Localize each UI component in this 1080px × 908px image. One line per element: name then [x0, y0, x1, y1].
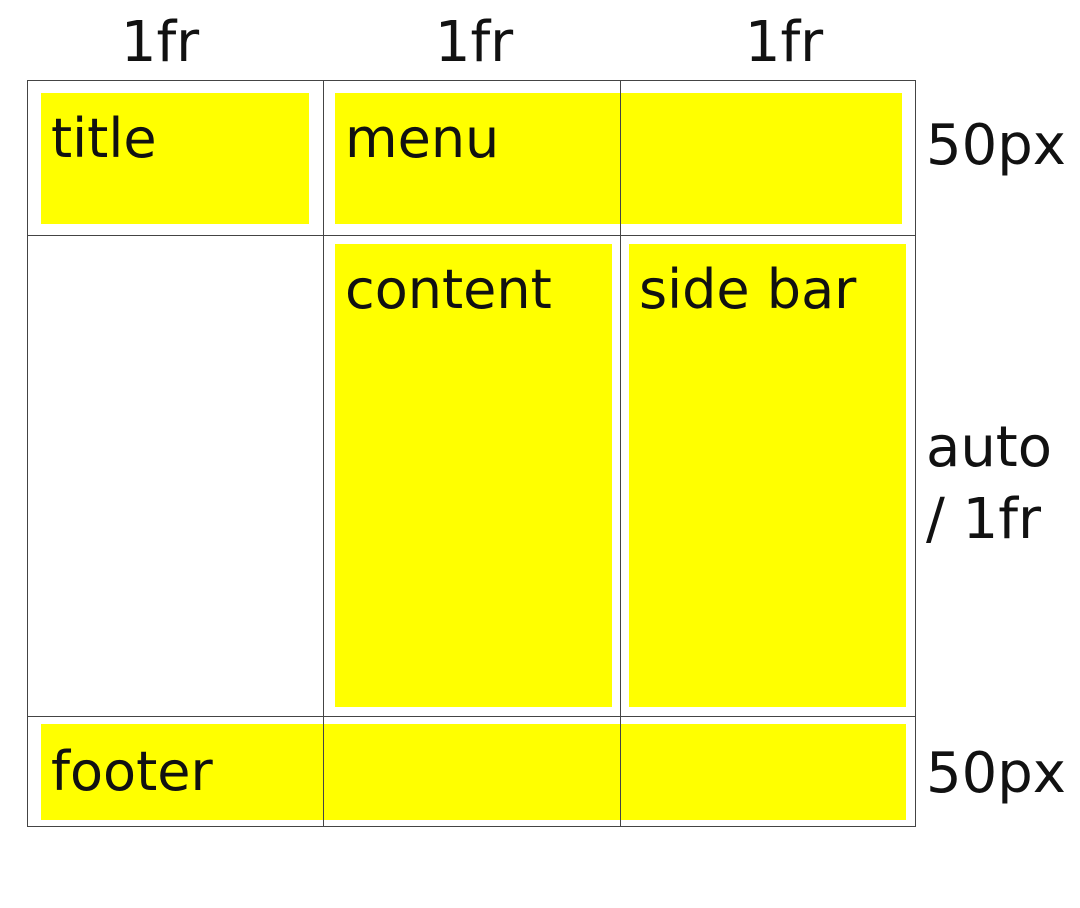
row-label-1: 50px	[926, 113, 1066, 178]
area-footer: footer	[41, 724, 906, 820]
column-label-1: 1fr	[120, 10, 200, 75]
area-sidebar: side bar	[629, 244, 906, 707]
area-menu-label: menu	[345, 107, 500, 170]
column-label-2: 1fr	[434, 10, 514, 75]
grid-frame	[27, 80, 916, 827]
row-label-3: 50px	[926, 741, 1066, 806]
grid-line-column-2	[620, 80, 621, 827]
grid-line-column-1	[323, 80, 324, 827]
area-content-label: content	[345, 258, 552, 321]
row-label-2: auto / 1fr	[926, 415, 1053, 552]
area-title-label: title	[51, 107, 157, 170]
area-content: content	[335, 244, 612, 707]
area-menu: menu	[335, 93, 902, 224]
column-label-3: 1fr	[744, 10, 824, 75]
grid-line-row-1	[27, 235, 916, 236]
area-sidebar-label: side bar	[639, 258, 857, 321]
area-footer-label: footer	[51, 740, 213, 803]
area-title: title	[41, 93, 309, 224]
grid-line-row-2	[27, 716, 916, 717]
